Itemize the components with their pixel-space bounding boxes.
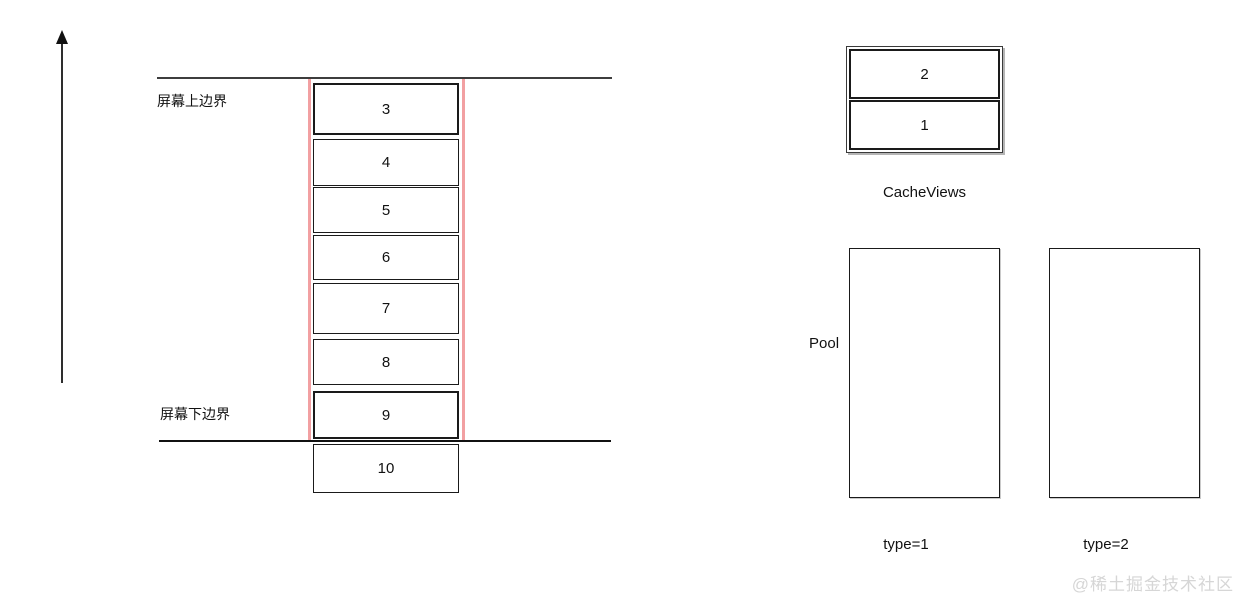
list-cell-3: 3 [313,83,459,135]
cacheviews-cell-1: 1 [849,100,1000,150]
cacheviews-container: 2 1 [846,46,1003,153]
arrow-up-icon [56,30,68,44]
list-cell-9: 9 [313,391,459,439]
scroll-direction-arrow-line [61,42,63,383]
pool-type2-label: type=2 [1083,536,1129,553]
list-cell-7: 7 [313,283,459,334]
screen-bottom-boundary-line [159,440,611,442]
viewport-highlight-line-right [462,78,465,442]
viewport-highlight-line-left [308,78,311,442]
cacheviews-cell-2: 2 [849,49,1000,99]
list-cell-6: 6 [313,235,459,280]
pool-type1-label: type=1 [883,536,929,553]
watermark-text: @稀土掘金技术社区 [1071,575,1234,594]
list-cell-4: 4 [313,139,459,186]
pool-box-type2 [1049,248,1200,498]
list-cell-8: 8 [313,339,459,385]
pool-label: Pool [809,335,840,352]
screen-bottom-boundary-label: 屏幕下边界 [160,406,230,422]
pool-box-type1 [849,248,1000,498]
list-cell-5: 5 [313,187,459,233]
screen-top-boundary-line [157,77,612,79]
screen-top-boundary-label: 屏幕上边界 [157,93,227,109]
list-cell-10: 10 [313,444,459,493]
cacheviews-label: CacheViews [882,184,967,201]
